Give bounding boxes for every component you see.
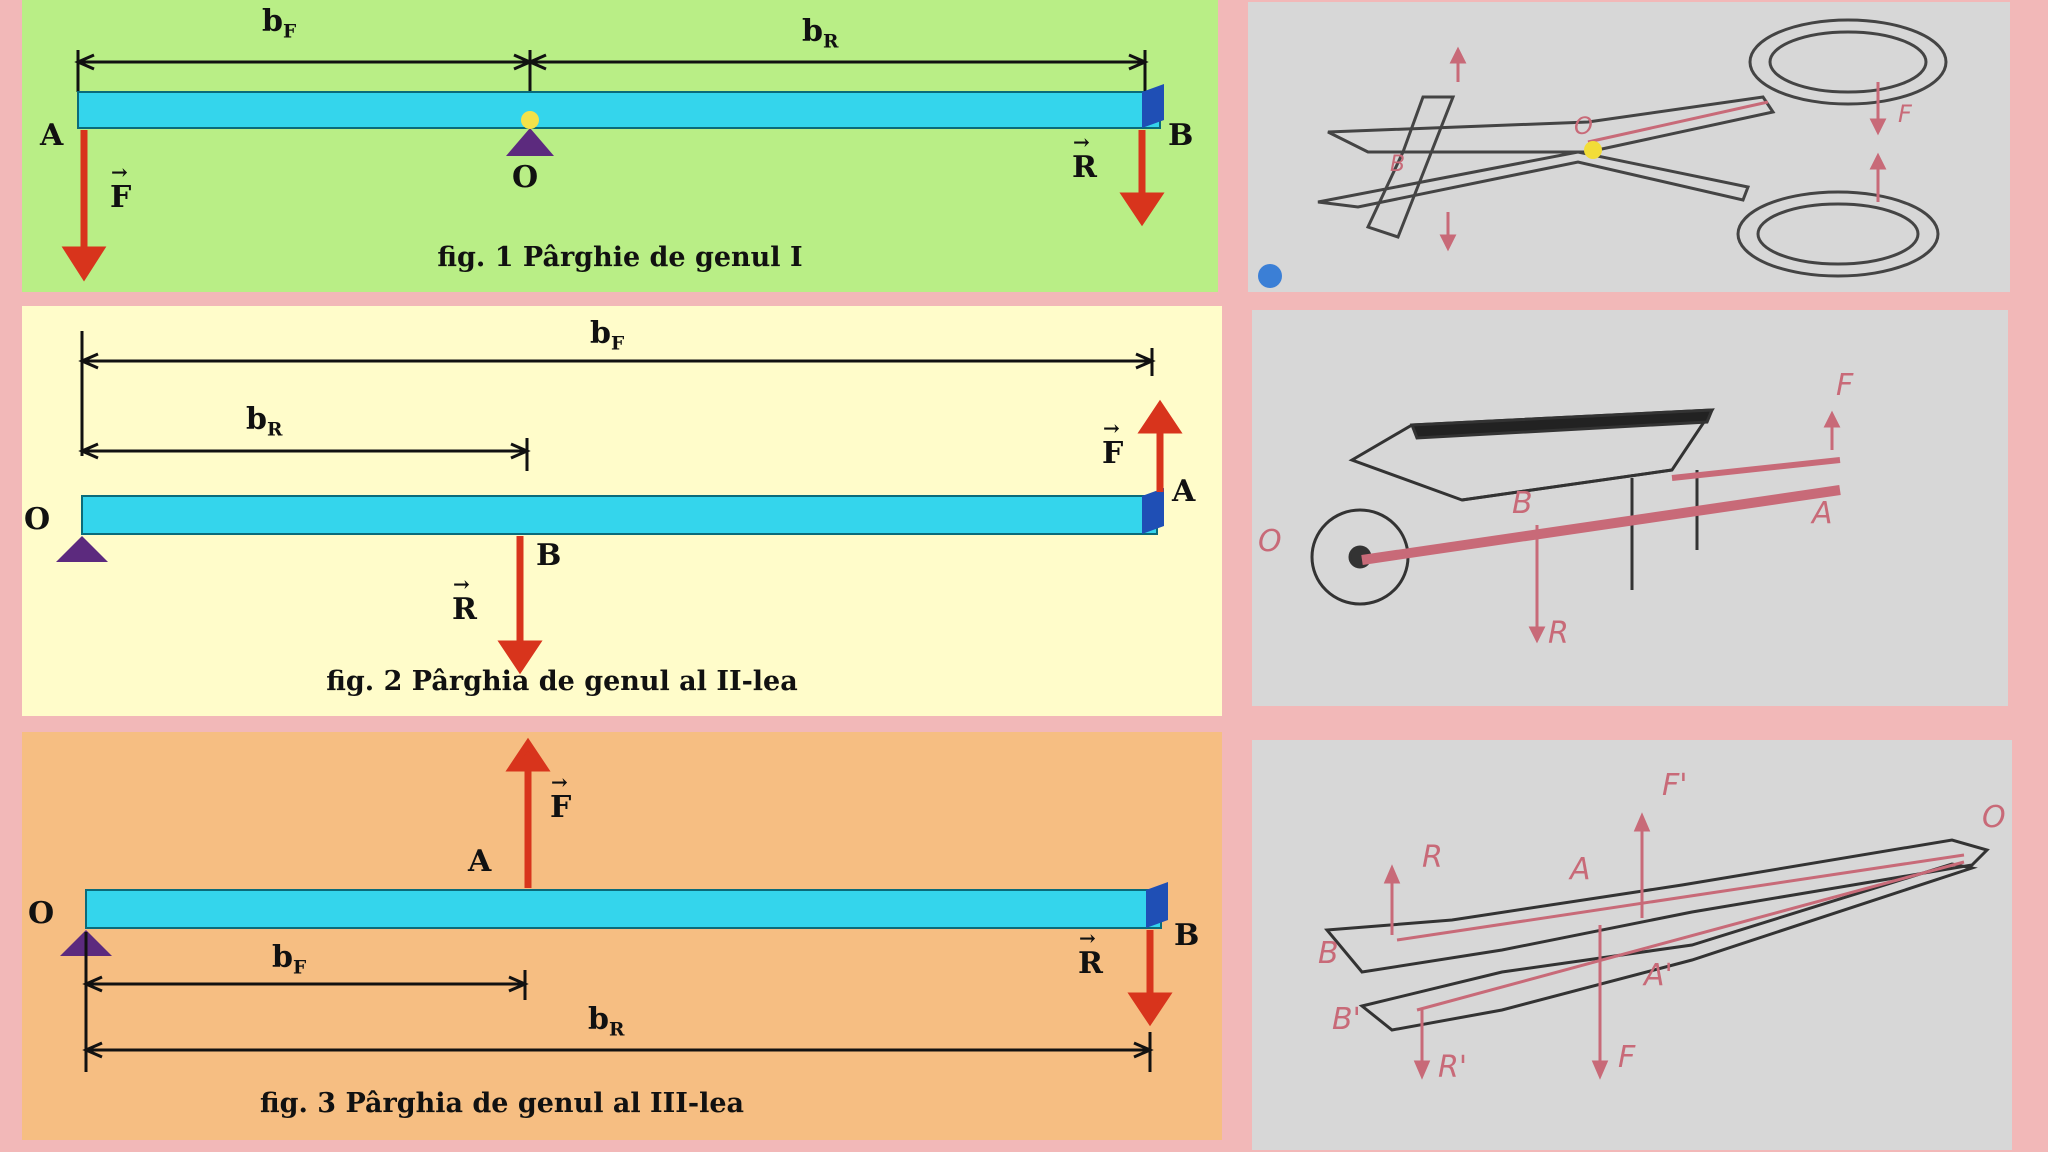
point-O: O: [28, 896, 55, 931]
dimension-bR: bR: [802, 14, 839, 53]
label-B: B: [1512, 486, 1533, 521]
force-F-label: F: [1102, 416, 1123, 471]
point-A: A: [40, 118, 64, 153]
label-O: O: [1982, 800, 2006, 835]
force-R-label: R: [452, 572, 477, 627]
label-O: O: [1574, 112, 1593, 140]
fig1-diagram: [61, 50, 1165, 282]
point-B: B: [1168, 118, 1194, 153]
fig3-diagram: [60, 737, 1173, 1072]
fig1-caption: fig. 1 Pârghie de genul I: [437, 242, 803, 273]
fig2-diagram: [56, 331, 1183, 675]
wheelbarrow-illustration: O B A F R: [1252, 310, 2008, 706]
label-R: R: [1422, 840, 1443, 875]
tweezers-drawing: [1323, 812, 1990, 1080]
fig3-panel: bF bR O A B F R fig. 3 Pârghia de genul …: [22, 732, 1222, 1140]
beam: [81, 495, 1158, 535]
label-A: A: [1570, 852, 1591, 887]
dimension-bF: bF: [272, 940, 307, 979]
point-B: B: [536, 538, 562, 573]
label-F: F: [1618, 1040, 1636, 1075]
label-R: R: [1548, 616, 1569, 651]
point-O: O: [24, 502, 51, 537]
point-O: O: [512, 160, 539, 195]
beam: [77, 91, 1161, 129]
support-triangle: [506, 128, 554, 156]
label-B-prime: B': [1332, 1002, 1361, 1037]
label-A: A: [1812, 496, 1833, 531]
scissors-illustration: O F B: [1248, 2, 2010, 292]
beam: [85, 889, 1162, 929]
dimension-bR: bR: [588, 1002, 625, 1041]
force-F-label: F: [110, 160, 131, 215]
label-F-prime: F': [1662, 768, 1688, 803]
tweezers-illustration: O A A' B B' F' F R R': [1252, 740, 2012, 1150]
label-B: B: [1318, 936, 1339, 971]
support-triangle: [56, 536, 108, 562]
point-A: A: [1172, 474, 1196, 509]
dimension-bF: bF: [590, 316, 625, 355]
label-O: O: [1258, 524, 1282, 559]
label-F: F: [1836, 368, 1854, 403]
fig2-panel: bF bR O A B F R fig. 2 Pârghia de genul …: [22, 306, 1222, 716]
force-F-label: F: [550, 770, 571, 825]
point-A: A: [468, 844, 492, 879]
point-B: B: [1174, 918, 1200, 953]
label-B: B: [1390, 152, 1406, 177]
fig3-caption: fig. 3 Pârghia de genul al III-lea: [259, 1088, 745, 1119]
force-R-label: R: [1078, 926, 1103, 981]
force-R-label: R: [1072, 130, 1097, 185]
label-F: F: [1898, 100, 1912, 128]
wheelbarrow-drawing: [1310, 408, 1841, 644]
fig2-caption: fig. 2 Pârghia de genul al II-lea: [326, 666, 798, 697]
label-A-prime: A': [1644, 958, 1673, 993]
dimension-bF: bF: [262, 4, 297, 43]
label-R-prime: R': [1438, 1050, 1468, 1085]
dimension-bR: bR: [246, 402, 283, 441]
fig1-panel: bF bR A O B F R fig. 1 Pârghie de genul …: [22, 0, 1218, 292]
scissors-drawing: [1258, 18, 1948, 288]
